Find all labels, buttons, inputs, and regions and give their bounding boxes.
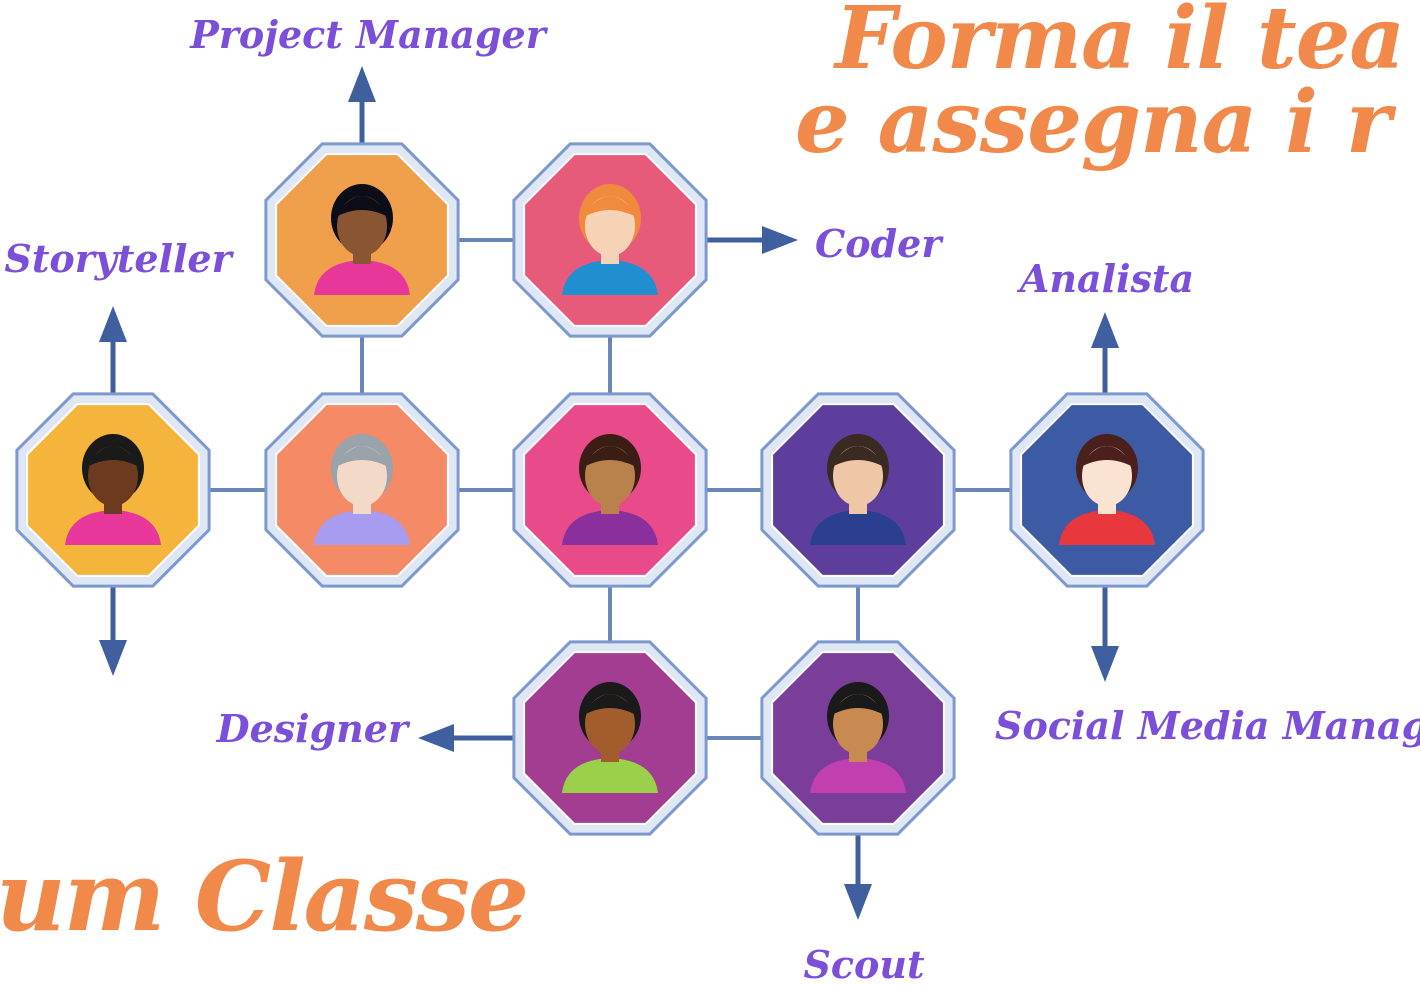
center-right-node	[760, 392, 956, 588]
man-redhead-avatar	[562, 184, 658, 295]
role-labels: Project Manager Coder Storyteller Analis…	[4, 12, 1420, 986]
scout-node	[760, 640, 956, 836]
woman-glasses-avatar	[1059, 434, 1155, 545]
designer-node	[512, 640, 708, 836]
arrows	[99, 66, 1119, 920]
arrow-to-social-media-manager	[1091, 586, 1119, 682]
man-tie-avatar	[314, 434, 410, 545]
label-analista: Analista	[1017, 256, 1194, 301]
woman-ponytail-avatar	[314, 184, 410, 295]
man-beard-avatar	[810, 434, 906, 545]
arrow-to-coder	[707, 226, 798, 254]
center-node	[512, 392, 708, 588]
woman-short-hair-avatar	[562, 434, 658, 545]
center-left-node	[264, 392, 460, 588]
label-coder: Coder	[815, 221, 944, 266]
project-manager-node	[264, 142, 460, 338]
label-designer: Designer	[216, 706, 411, 751]
woman-curly-hair-avatar	[810, 682, 906, 793]
analista-node	[1009, 392, 1205, 588]
label-storyteller: Storyteller	[4, 236, 234, 281]
label-project-manager: Project Manager	[189, 12, 548, 57]
arrow-storyteller-down	[99, 586, 127, 676]
woman-headband-avatar	[65, 434, 161, 545]
arrow-to-analista	[1091, 312, 1119, 395]
label-social-media-manager: Social Media Manager	[995, 703, 1420, 748]
role-nodes	[15, 142, 1205, 836]
arrow-to-scout	[844, 834, 872, 920]
man-short-beard-avatar	[562, 682, 658, 793]
storyteller-node	[15, 392, 211, 588]
slide-title-line-1: Forma il tea	[835, 0, 1405, 89]
arrow-to-project-manager	[348, 66, 376, 145]
coder-node	[512, 142, 708, 338]
label-scout: Scout	[803, 942, 925, 986]
arrow-to-storyteller	[99, 306, 127, 395]
slide-title-line-2: e assegna i r	[795, 72, 1391, 173]
footer-title: um Classe	[0, 840, 529, 953]
arrow-to-designer	[418, 724, 514, 752]
